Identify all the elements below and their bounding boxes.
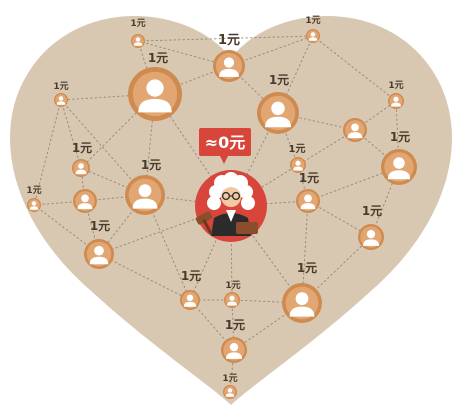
person-icon [219,57,239,77]
node-amount-label: 1元 [390,130,410,144]
person-icon [347,123,363,139]
person-node: 1元 [72,141,92,177]
connection-line [297,129,356,166]
connection-line [137,35,314,42]
node-amount-label: 1元 [289,143,306,155]
person-icon [138,79,172,113]
node-amount-label: 1元 [305,15,320,26]
person-icon [75,163,87,175]
connection-line [230,164,299,207]
node-amount-label: 1元 [222,373,237,384]
person-icon [387,157,411,180]
person-node: 1元 [130,18,146,48]
person-nodes: 1元 1元 1元 1元 1元 1元 1元 1元 1元 1元 1元 1元 1元 1元 1元 1元 1元 1元 1元 1元… [26,15,417,399]
person-icon [300,194,316,210]
person-icon [132,184,158,209]
person-node: 1元 [305,15,321,43]
connection-line [354,100,397,131]
person-icon [362,229,380,246]
person-node: 1元 [73,189,97,213]
person-icon [133,37,143,46]
connection-line [144,93,156,196]
node-amount-label: 1元 [90,219,110,233]
judge-avatar-icon [195,172,258,236]
person-node: 1元 [358,204,384,250]
node-amount-label: 1元 [26,185,41,196]
person-node: 1元 [224,280,241,308]
person-icon [225,388,235,397]
node-amount-label: 1元 [148,51,168,65]
connection-line [33,200,86,206]
person-icon [56,96,66,105]
person-icon [289,292,315,317]
person-node: 1元 [222,373,238,399]
person-node: 1元 [257,73,299,134]
node-amount-label: 1元 [130,18,145,29]
person-icon [183,294,197,307]
node-amount-label: 1元 [72,141,92,155]
person-icon [227,295,237,306]
person-icon [264,101,292,128]
connection-line [312,35,397,102]
connection-line [307,166,400,202]
callout-text: ≈0元 [205,133,246,152]
connection-line [98,253,191,301]
connection-line [60,99,82,169]
connection-line [277,35,314,114]
person-node: 1元 [26,185,42,212]
person-icon [308,32,318,41]
person-icon [391,96,401,107]
connection-line [33,99,62,206]
node-amount-label: 1元 [181,269,201,283]
person-node: 1元 [180,269,201,310]
person-icon [293,160,303,171]
connection-line [98,194,146,255]
node-amount-label: 1元 [299,171,319,185]
person-node: 1元 [296,171,320,213]
person-icon [225,342,243,359]
connection-line [60,93,156,101]
node-amount-label: 1元 [53,81,68,92]
person-node: 1元 [84,219,114,269]
person-node: 1元 [53,81,69,107]
person-node: 1元 [388,80,404,109]
node-amount-label: 1元 [388,80,403,91]
node-amount-label: 1元 [297,261,317,275]
node-amount-label: 1元 [225,280,240,291]
person-node: 1元 [221,318,247,363]
callout-bubble: ≈0元 [199,128,251,164]
connection-line [60,99,146,196]
person-icon [77,194,93,210]
node-amount-label: 1元 [269,73,289,87]
node-amount-label: 1元 [362,204,382,218]
person-node: 1元 [381,130,417,185]
person-node: 1元 [213,33,245,82]
person-node: 1元 [125,158,165,215]
node-amount-label: 1元 [218,33,240,48]
connection-line [80,93,156,169]
node-amount-label: 1元 [141,158,161,172]
node-amount-label: 1元 [225,318,245,332]
person-node: 1元 [289,143,306,173]
center-judge-node: ≈0元 [195,128,267,242]
person-node [343,118,367,142]
person-node: 1元 [282,261,322,323]
person-icon [29,201,39,210]
person-node: 1元 [128,51,182,121]
person-icon [89,245,109,265]
